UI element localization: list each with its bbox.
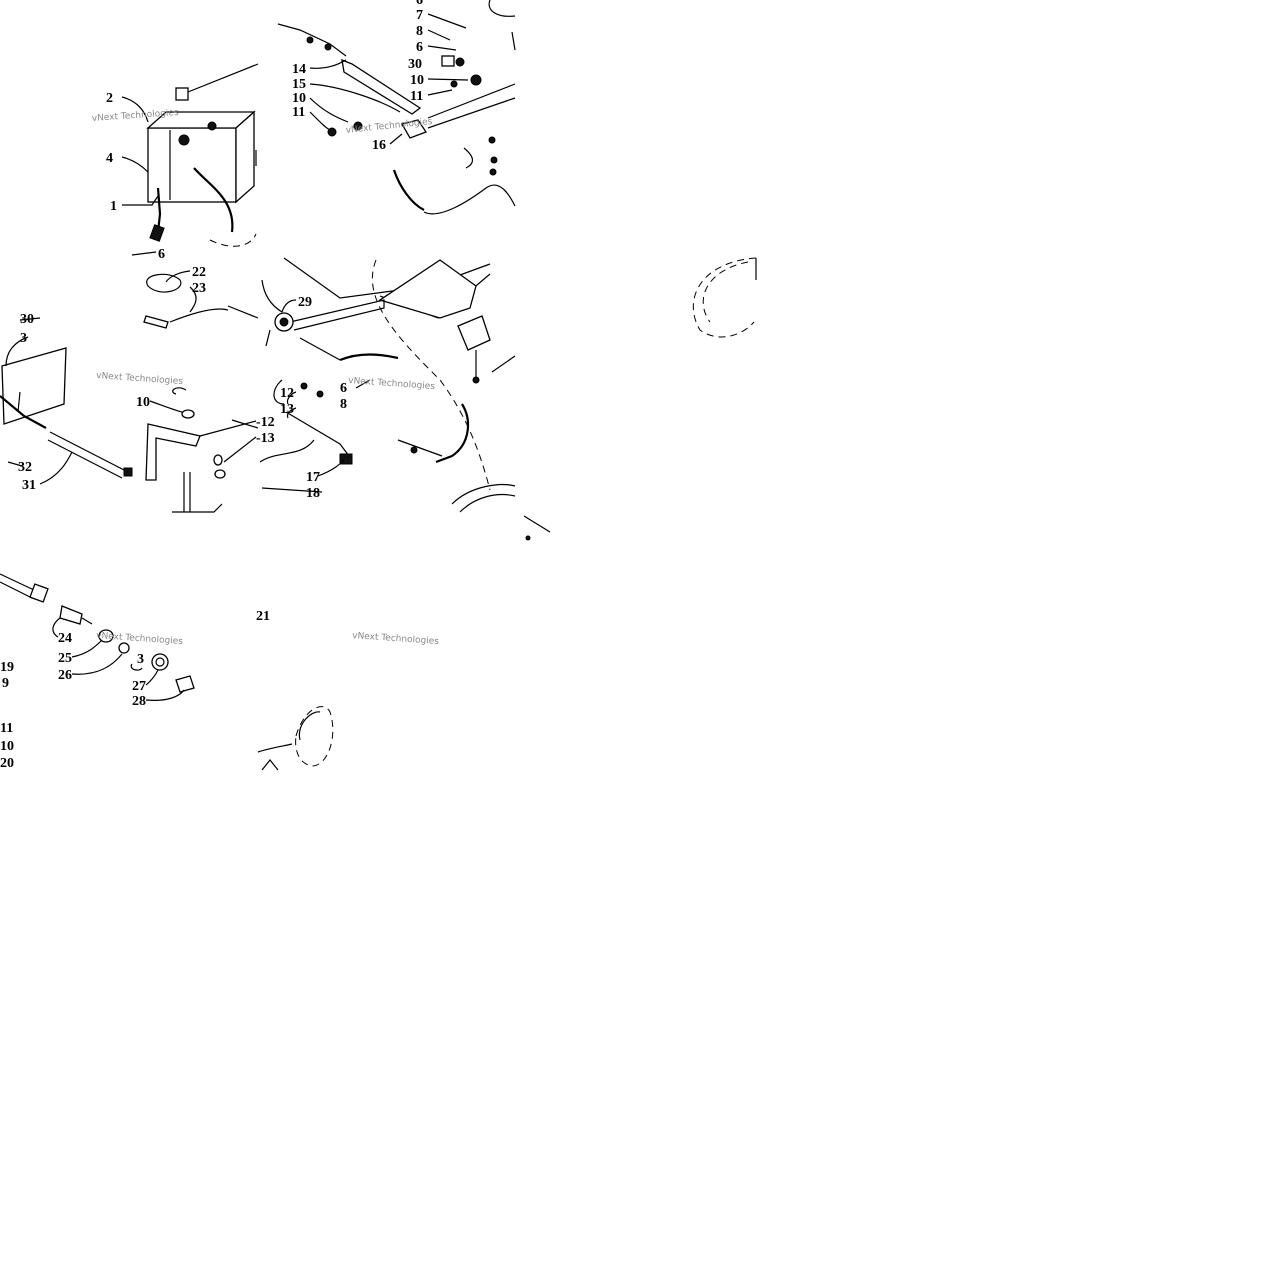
label-25: 25 xyxy=(58,651,72,666)
label-13: 13 xyxy=(280,402,294,417)
watermarks: vNext Technologies vNext Technologies vN… xyxy=(92,108,440,647)
label-10: 10 xyxy=(292,91,306,106)
label-10: 10 xyxy=(0,739,14,754)
label-14: 14 xyxy=(292,62,306,77)
label-12: -12 xyxy=(256,415,275,430)
label-23: 23 xyxy=(192,281,206,296)
label-30: 30 xyxy=(20,312,34,327)
label-29: 29 xyxy=(298,295,312,310)
label-2: 2 xyxy=(106,91,113,106)
label-18: 18 xyxy=(306,486,320,501)
label-26: 26 xyxy=(58,668,72,683)
label-4: 4 xyxy=(106,151,113,166)
label-30: 30 xyxy=(408,57,422,72)
label-11: 11 xyxy=(410,89,423,104)
label-6: 6 xyxy=(158,247,165,262)
label-3: 3 xyxy=(137,652,144,667)
mounting-bracket xyxy=(0,273,259,513)
label-10: 10 xyxy=(136,395,150,410)
watermark-3: vNext Technologies xyxy=(96,371,184,387)
stray-lead-end xyxy=(525,535,531,541)
label-12: 12 xyxy=(280,386,294,401)
callout-labels: 6 7 8 6 30 10 11 14 15 10 11 16 2 4 1 6 … xyxy=(0,0,424,771)
housing-arc xyxy=(692,257,757,338)
label-16: 16 xyxy=(372,138,386,153)
label-6-top: 6 xyxy=(416,0,423,8)
label-15: 15 xyxy=(292,77,306,92)
label-32: 32 xyxy=(18,460,32,475)
stray-lead xyxy=(523,515,551,533)
label-10: 10 xyxy=(410,73,424,88)
label-20: 20 xyxy=(0,756,14,771)
battery-assembly xyxy=(146,63,259,247)
cable-hardware-top xyxy=(277,0,516,215)
label-13: -13 xyxy=(256,431,275,446)
label-6: 6 xyxy=(340,381,347,396)
label-31: 31 xyxy=(22,478,36,493)
label-17: 17 xyxy=(306,470,320,485)
label-7: 7 xyxy=(416,8,423,23)
label-9: 9 xyxy=(2,676,9,691)
label-24: 24 xyxy=(58,631,72,646)
relay-frame xyxy=(259,257,516,513)
sensor-assembly xyxy=(0,573,195,693)
watermark-5: vNext Technologies xyxy=(96,631,184,647)
label-19: 19 xyxy=(0,660,14,675)
label-22: 22 xyxy=(192,265,206,280)
label-1: 1 xyxy=(110,199,117,214)
leader-lines xyxy=(5,13,469,701)
watermark-6: vNext Technologies xyxy=(352,631,440,647)
mirror-housing xyxy=(257,706,334,771)
label-28: 28 xyxy=(132,694,146,709)
label-11: 11 xyxy=(0,721,13,736)
label-27: 27 xyxy=(132,679,146,694)
label-6: 6 xyxy=(416,40,423,55)
label-21: 21 xyxy=(256,609,270,624)
label-8: 8 xyxy=(416,24,423,39)
label-3: 3 xyxy=(20,331,27,346)
label-8: 8 xyxy=(340,397,347,412)
label-11: 11 xyxy=(292,105,305,120)
watermark-4: vNext Technologies xyxy=(348,376,436,392)
